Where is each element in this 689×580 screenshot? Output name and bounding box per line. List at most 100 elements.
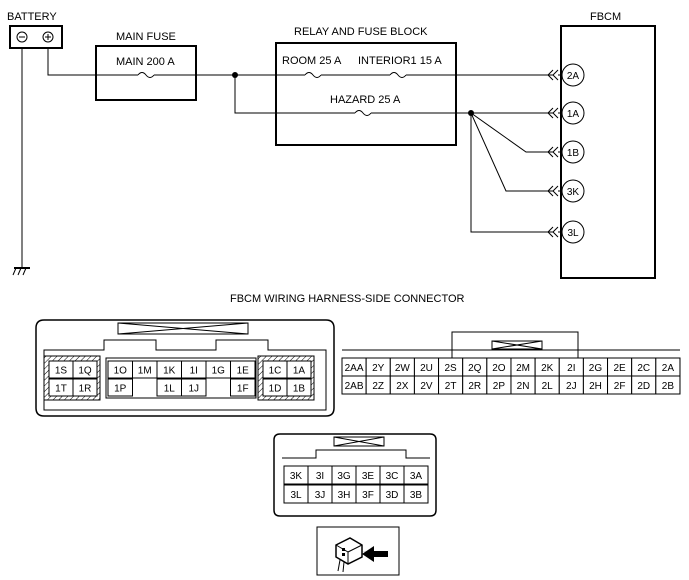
pin-label: 2M <box>516 363 530 374</box>
pin-label: 2V <box>420 381 433 392</box>
pin-label: 3L <box>290 490 302 501</box>
branch-1b-wire <box>470 112 553 153</box>
pin-label: 1C <box>269 366 282 377</box>
pin-label: 2I <box>567 363 575 374</box>
pin-label: 2O <box>492 363 506 374</box>
pin-label: 2U <box>420 363 433 374</box>
pin-label: 1A <box>293 366 306 377</box>
pin-label: 2X <box>396 381 409 392</box>
terminal-label: 1A <box>567 109 580 120</box>
pin-label: 1F <box>237 384 249 395</box>
ground-icon <box>12 267 30 276</box>
pin-label: 2C <box>637 363 650 374</box>
pin-cell <box>107 378 133 397</box>
terminal-2a: 2A <box>547 63 585 87</box>
pin-cell <box>181 378 207 397</box>
pin-label: 2E <box>613 363 626 374</box>
interior-fuse-symbol <box>389 72 553 78</box>
pin-label: 2AB <box>345 381 364 392</box>
interior-fuse-label: INTERIOR1 15 A <box>358 55 442 67</box>
pin-label: 2T <box>445 381 457 392</box>
pin-label: 3B <box>410 490 423 501</box>
pin-label: 2Z <box>372 381 384 392</box>
pin-label: 2P <box>493 381 506 392</box>
pin-cell <box>72 378 98 397</box>
pin-label: 1K <box>163 366 176 377</box>
relay-block-box <box>275 42 457 146</box>
branch-3k-wire <box>470 112 553 192</box>
terminal-3l: 3L <box>547 220 585 244</box>
relay-block-label: RELAY AND FUSE BLOCK <box>294 26 428 38</box>
room-fuse-label: ROOM 25 A <box>282 55 342 67</box>
pin-cell <box>286 378 312 397</box>
terminal-label: 3L <box>567 228 579 239</box>
hazard-feed-wire <box>234 75 300 114</box>
hazard-fuse-symbol <box>300 110 553 116</box>
pin-label: 3G <box>337 471 351 482</box>
pin-label: 2S <box>445 363 458 374</box>
pin-label: 1T <box>55 384 67 395</box>
pin-label: 1O <box>114 366 128 377</box>
pin-label: 1E <box>237 366 250 377</box>
branch-3l-wire <box>470 113 553 233</box>
terminal-label: 2A <box>567 71 580 82</box>
fbcm-label: FBCM <box>590 11 621 23</box>
pin-label: 2B <box>662 381 675 392</box>
pin-label: 1P <box>114 384 127 395</box>
pin-label: 1G <box>212 366 226 377</box>
connector-1-cells: 1S 1Q 1T 1R 1O 1M 1K 1I 1G 1E 1P 1L 1J 1F 1C 1A 1D 1B <box>48 360 312 397</box>
pin-label: 2A <box>662 363 675 374</box>
battery-positive-wire <box>47 48 96 76</box>
pin-label: 2Y <box>372 363 385 374</box>
pin-label: 1R <box>79 384 92 395</box>
pin-label: 2L <box>542 381 554 392</box>
connector-title: FBCM WIRING HARNESS-SIDE CONNECTOR <box>230 293 465 305</box>
pin-label: 2W <box>395 363 411 374</box>
battery-label: BATTERY <box>7 11 57 23</box>
pin-cell <box>72 360 98 379</box>
terminal-label: 3K <box>567 187 580 198</box>
pin-label: 2R <box>468 381 481 392</box>
pin-label: 3E <box>362 471 375 482</box>
pin-label: 2H <box>589 381 602 392</box>
battery-symbol <box>9 25 63 49</box>
pin-label: 1S <box>55 366 68 377</box>
terminal-label: 1B <box>567 148 580 159</box>
pin-label: 3J <box>315 490 326 501</box>
pin-label: 2F <box>614 381 626 392</box>
pin-cell <box>230 360 256 379</box>
room-fuse-symbol <box>285 72 390 78</box>
pin-label: 2G <box>589 363 603 374</box>
pin-label: 2D <box>637 381 650 392</box>
hazard-fuse-label: HAZARD 25 A <box>330 94 401 106</box>
pin-label: 1B <box>293 384 306 395</box>
pin-label: 3H <box>338 490 351 501</box>
pin-label: 3K <box>290 471 303 482</box>
pin-label: 2AA <box>345 363 364 374</box>
pin-label: 1J <box>188 384 199 395</box>
pin-label: 2N <box>517 381 530 392</box>
pin-label: 1D <box>269 384 282 395</box>
pin-label: 1M <box>138 366 152 377</box>
connector-3 <box>273 433 437 517</box>
pin-label: 3F <box>362 490 374 501</box>
pin-label: 3I <box>316 471 324 482</box>
main-fuse-value: MAIN 200 A <box>116 56 175 68</box>
pin-label: 3C <box>386 471 399 482</box>
pin-cell <box>230 378 256 397</box>
pin-label: 1Q <box>78 366 92 377</box>
main-fuse-box <box>95 45 197 101</box>
terminal-1a: 1A <box>547 101 585 125</box>
pin-label: 1I <box>190 366 198 377</box>
terminal-1b: 1B <box>547 140 585 164</box>
pin-cell <box>286 360 312 379</box>
pin-label: 1L <box>164 384 176 395</box>
pin-label: 3A <box>410 471 423 482</box>
main-fuse-symbol <box>96 72 196 78</box>
pin-label: 2J <box>566 381 577 392</box>
pin-label: 2Q <box>468 363 482 374</box>
pin-cell <box>403 465 429 485</box>
